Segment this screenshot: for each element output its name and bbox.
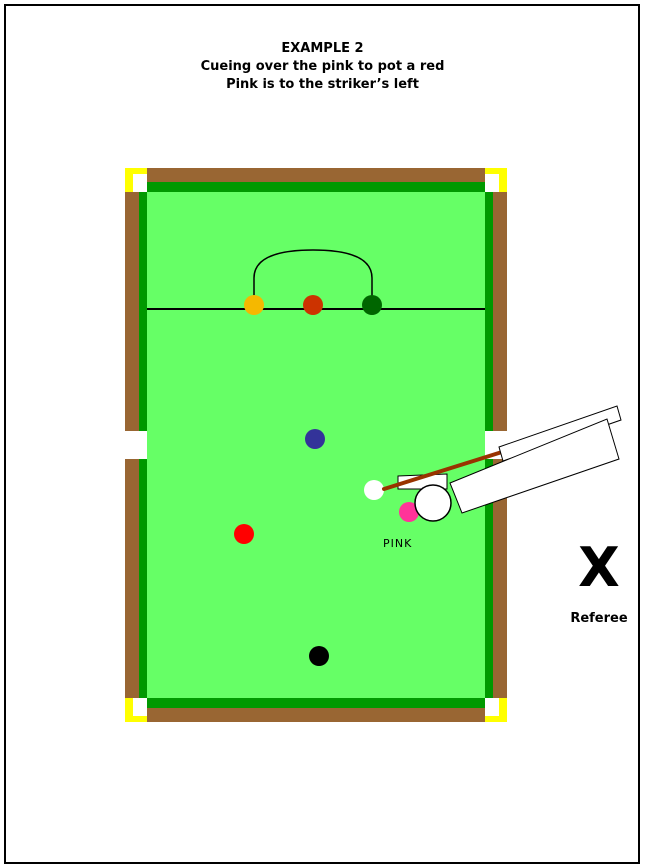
red-ball [234,524,254,544]
blue-ball [305,429,325,449]
pink-label: PINK [383,537,412,550]
pocket-bottom-left [125,698,147,722]
brown-ball [303,295,323,315]
referee-label: Referee [570,611,628,626]
pocket-top-left [125,168,147,192]
pocket-middle-left [125,431,147,459]
referee-position-mark: X [578,536,620,599]
pocket-bottom-right [485,698,507,722]
cue-ball [364,480,384,500]
green-ball [362,295,382,315]
yellow-ball [244,295,264,315]
pocket-top-right [485,168,507,192]
striker-hand [415,485,451,521]
black-ball [309,646,329,666]
